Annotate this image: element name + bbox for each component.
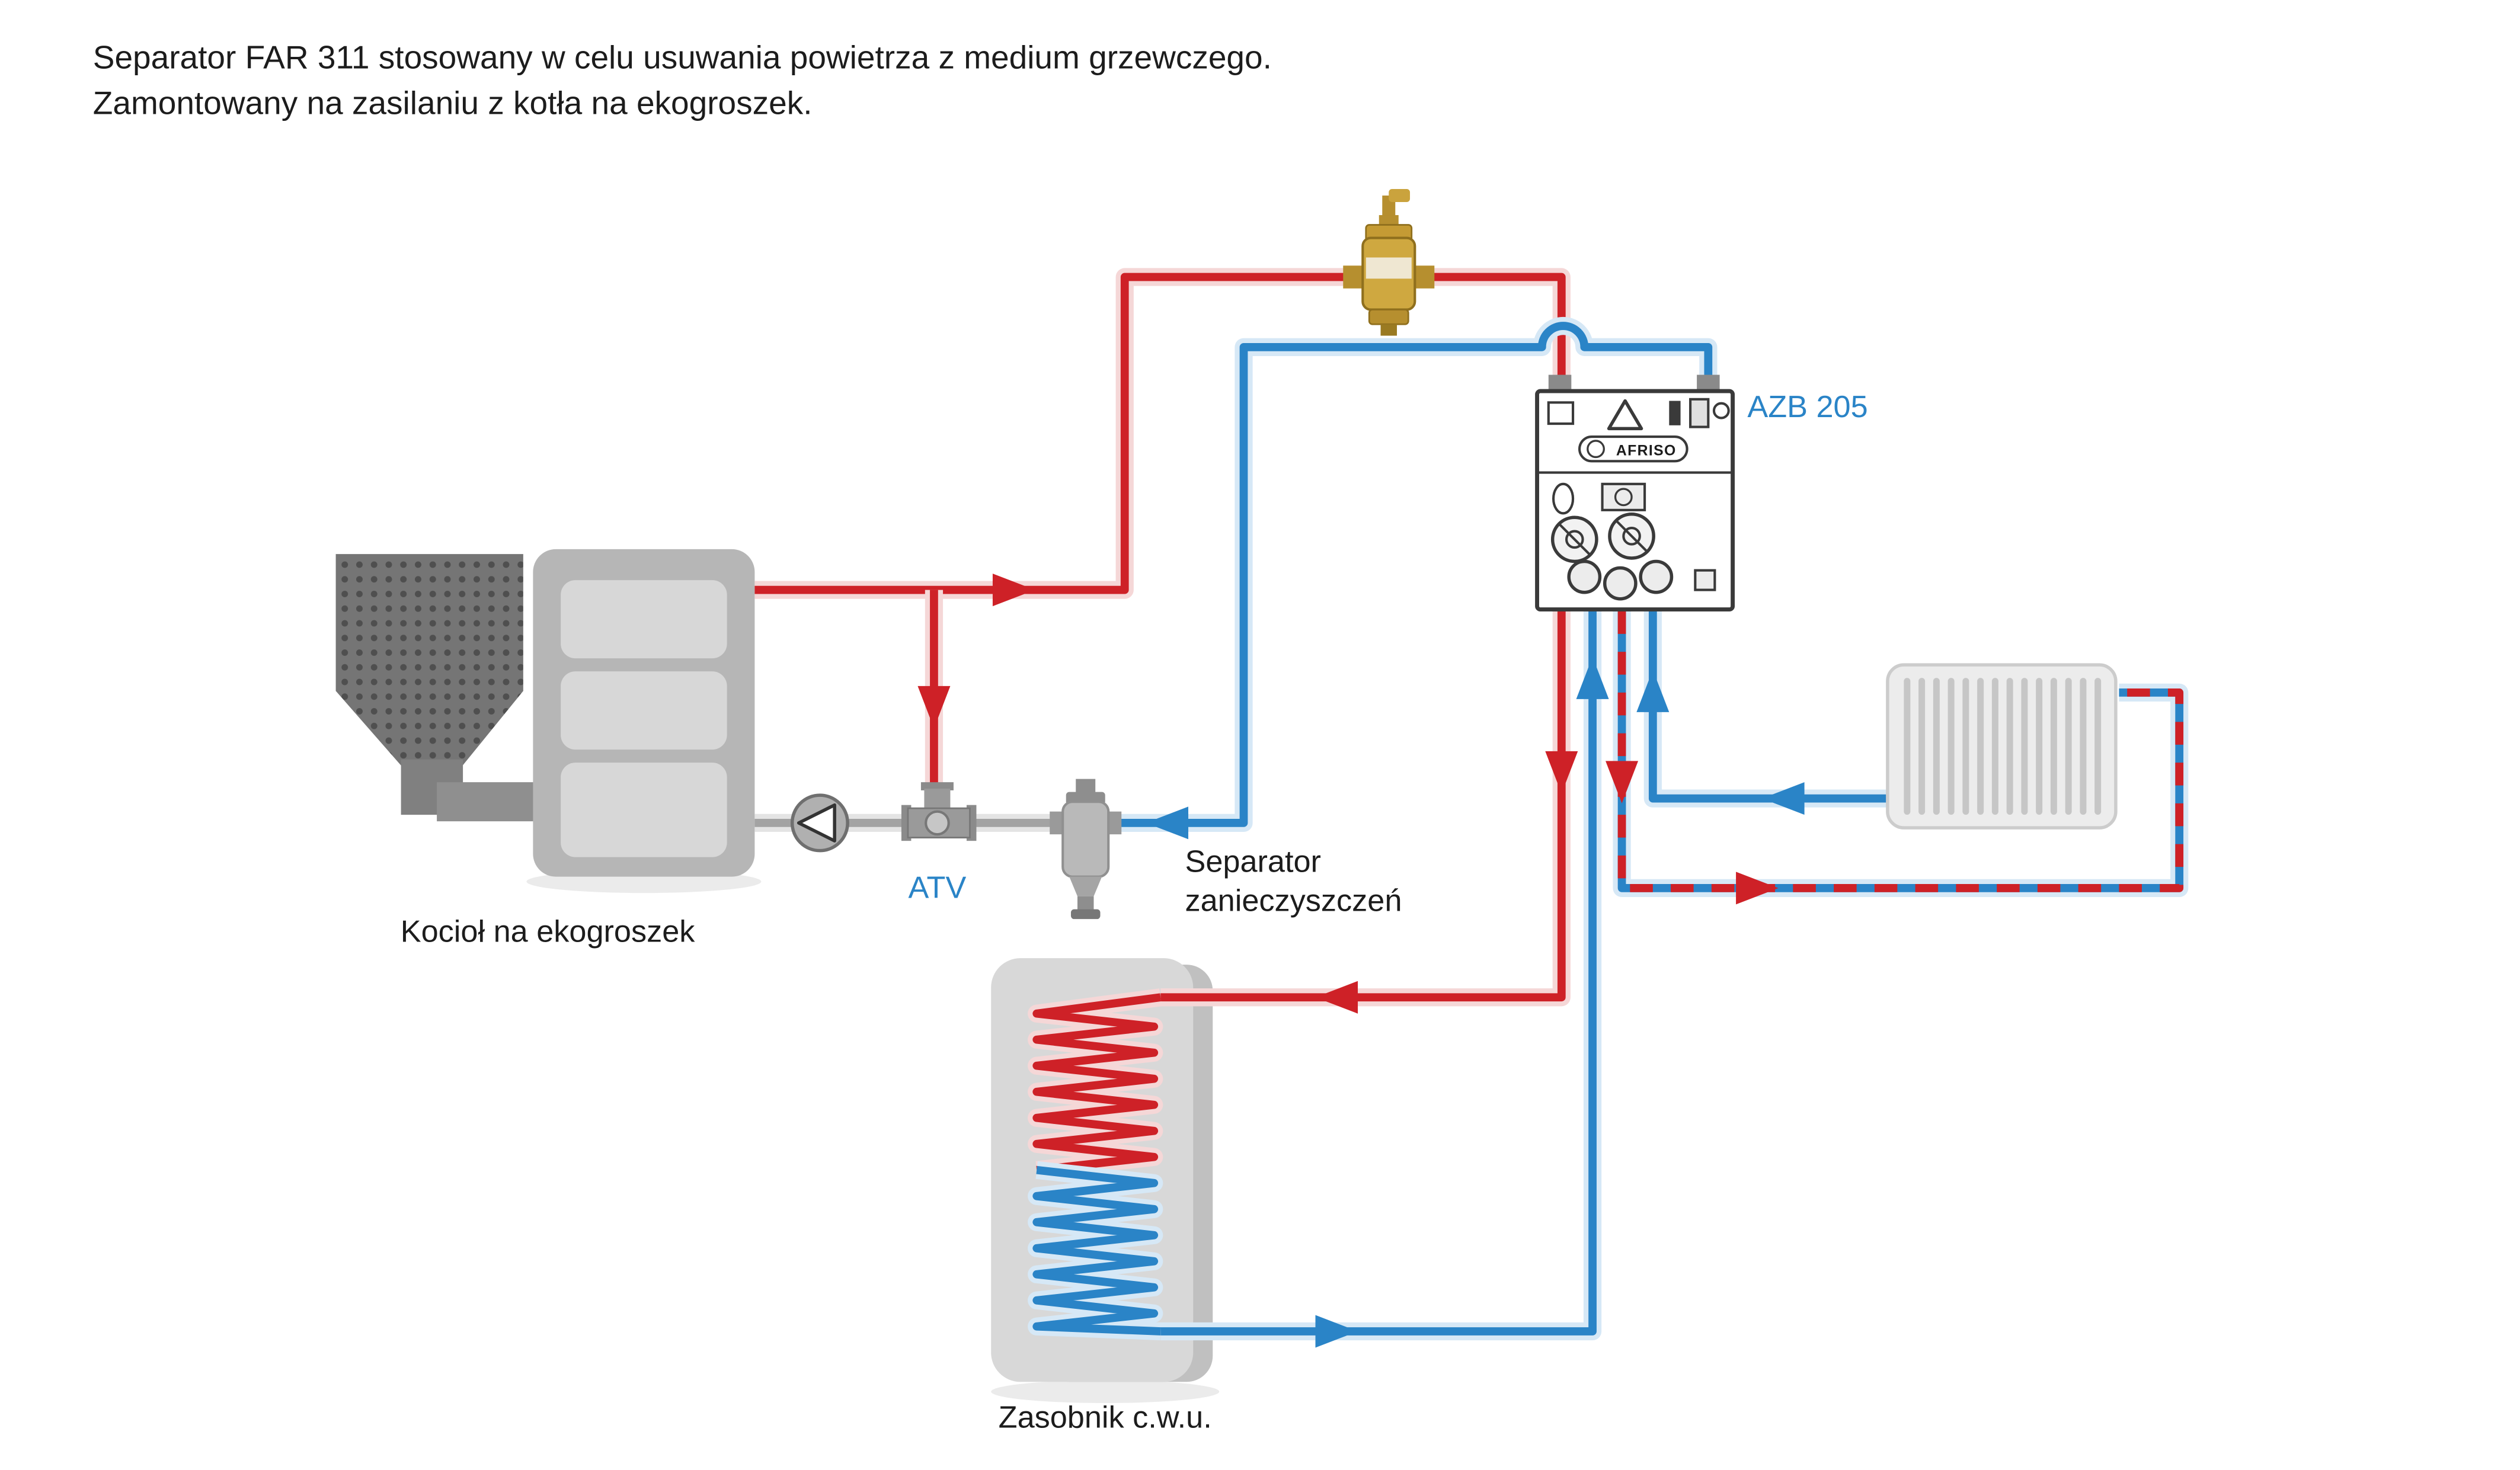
- azb-logo-text: AFRISO: [1616, 443, 1677, 459]
- azb-label: AZB 205: [1747, 390, 1867, 424]
- arrow-supply-down-tank: [1545, 751, 1578, 794]
- arrow-return-up-tank: [1576, 656, 1609, 699]
- arrow-supply-right: [992, 574, 1035, 607]
- flow-arrows: [917, 574, 1805, 1348]
- atv-label: ATV: [909, 870, 967, 905]
- arrow-return-left-separator: [1146, 806, 1188, 840]
- title-line-2: Zamontowany na zasilaniu z kotła na ekog…: [93, 85, 813, 121]
- arrow-supply-down-atv: [917, 686, 951, 729]
- afriso-logo-icon: [1587, 440, 1605, 459]
- title-line-1: Separator FAR 311 stosowany w celu usuwa…: [93, 39, 1272, 76]
- arrow-supply-left-tank: [1315, 981, 1358, 1014]
- boiler: [526, 549, 762, 893]
- dirt-separator-label-line-2: zanieczyszczeń: [1185, 883, 1402, 918]
- warning-triangle-icon: [1607, 399, 1643, 431]
- dirt-separator-label-line-1: Separator: [1185, 844, 1320, 879]
- azb-205-unit: AFRISO: [1535, 374, 1735, 612]
- return-pipe-tank-to-azb: [1160, 611, 1602, 1341]
- return-pipe-radiator-to-azb: [1643, 611, 1888, 808]
- tank-coil: [1028, 988, 1163, 1341]
- arrow-supply-down-radiator: [1606, 761, 1639, 803]
- tank-label: Zasobnik c.w.u.: [999, 1400, 1212, 1434]
- arrow-return-right-tank: [1315, 1315, 1358, 1348]
- supply-pipe-boiler-to-azb: [754, 268, 1571, 599]
- arrow-supply-right-radiator: [1736, 872, 1779, 905]
- fuel-hopper: [335, 554, 538, 822]
- far311-air-separator: [1343, 189, 1435, 336]
- pump: [790, 793, 849, 853]
- arrow-return-up-radiator: [1636, 670, 1670, 712]
- supply-pipe-azb-to-tank: [1160, 611, 1571, 1007]
- arrow-return-left-radiator: [1762, 782, 1805, 815]
- atv-valve: [901, 782, 977, 841]
- radiator: [1886, 663, 2118, 830]
- dirt-separator: [1050, 779, 1122, 920]
- boiler-label: Kocioł na ekogroszek: [401, 915, 696, 949]
